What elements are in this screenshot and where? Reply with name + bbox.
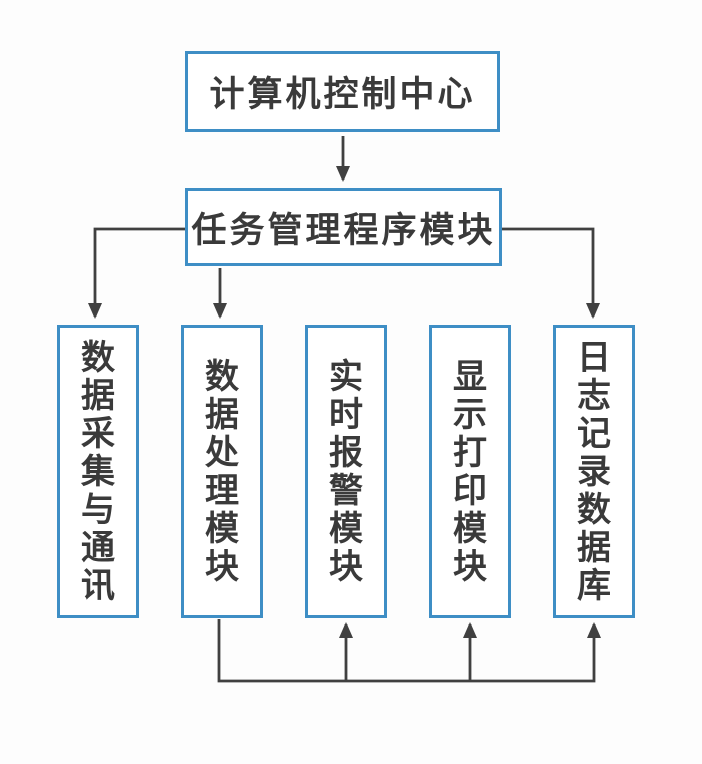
node-data-acquisition-communication: 数据采集与通讯	[57, 325, 139, 618]
node-log-record-database: 日志记录数据库	[553, 325, 635, 618]
edge-processing-to-log-database	[217, 619, 601, 683]
edge-task-to-data-acquisition	[88, 227, 185, 319]
node-computer-control-center: 计算机控制中心	[185, 51, 500, 132]
node-label: 日志记录数据库	[577, 338, 611, 605]
edge-task-to-log-database	[502, 227, 600, 319]
node-display-print-module: 显示打印模块	[429, 325, 511, 618]
node-label: 数据采集与通讯	[81, 338, 115, 605]
node-data-processing-module: 数据处理模块	[181, 325, 263, 618]
node-label: 任务管理程序模块	[191, 210, 496, 250]
node-label: 显示打印模块	[453, 357, 487, 586]
node-label: 计算机控制中心	[209, 75, 476, 114]
node-realtime-alarm-module: 实时报警模块	[305, 325, 387, 618]
node-label: 数据处理模块	[205, 357, 239, 586]
node-label: 实时报警模块	[329, 357, 363, 586]
node-task-management-module: 任务管理程序模块	[185, 188, 502, 266]
